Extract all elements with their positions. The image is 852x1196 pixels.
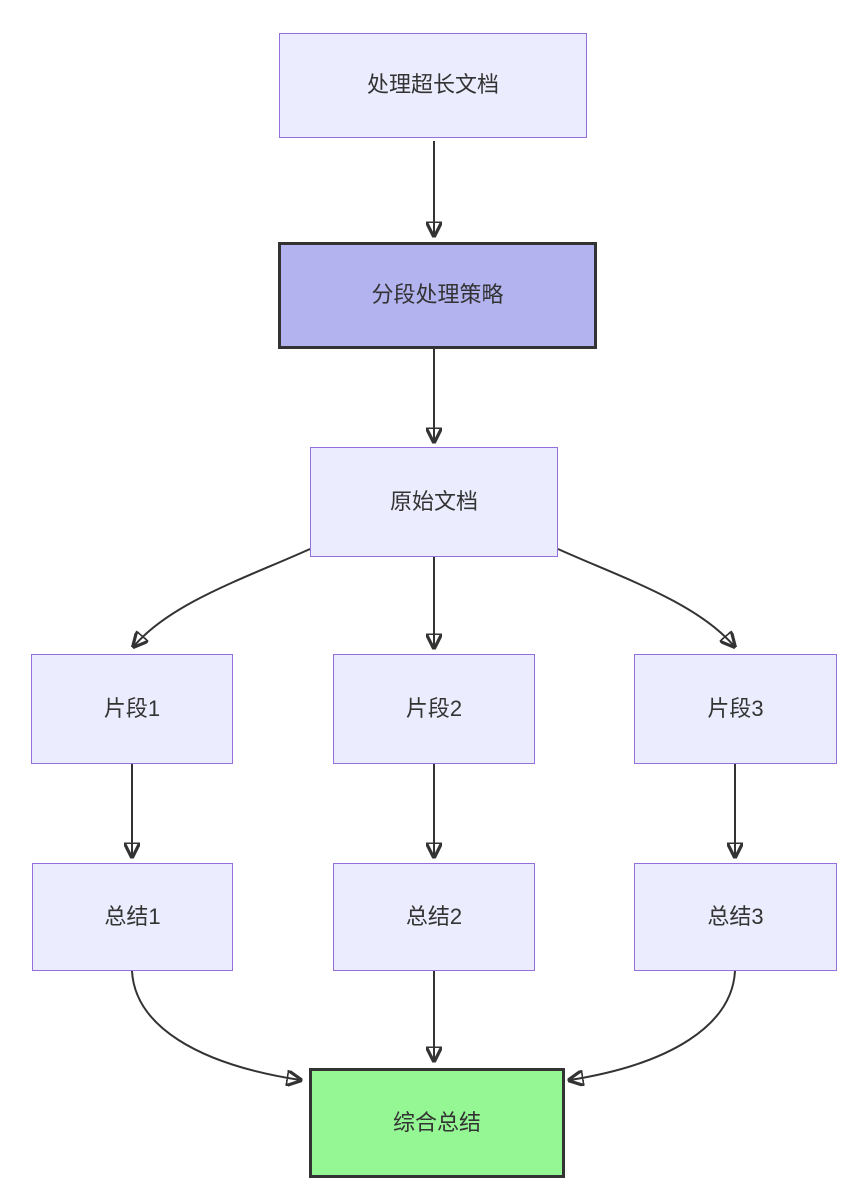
edge-I-J	[570, 970, 736, 1080]
node-fragment-2: 片段2	[333, 654, 535, 764]
node-summary-1: 总结1	[32, 863, 233, 971]
node-summary-2: 总结2	[333, 863, 535, 971]
node-summary-3: 总结3	[634, 863, 837, 971]
node-process-long-document: 处理超长文档	[279, 33, 587, 138]
node-combined-summary: 综合总结	[309, 1068, 565, 1178]
edge-C-D	[134, 548, 311, 646]
edge-G-J	[131, 970, 300, 1080]
edge-C-F	[557, 548, 734, 646]
node-segmentation-strategy: 分段处理策略	[278, 242, 597, 349]
node-original-document: 原始文档	[310, 447, 558, 557]
node-fragment-1: 片段1	[31, 654, 233, 764]
node-fragment-3: 片段3	[634, 654, 837, 764]
